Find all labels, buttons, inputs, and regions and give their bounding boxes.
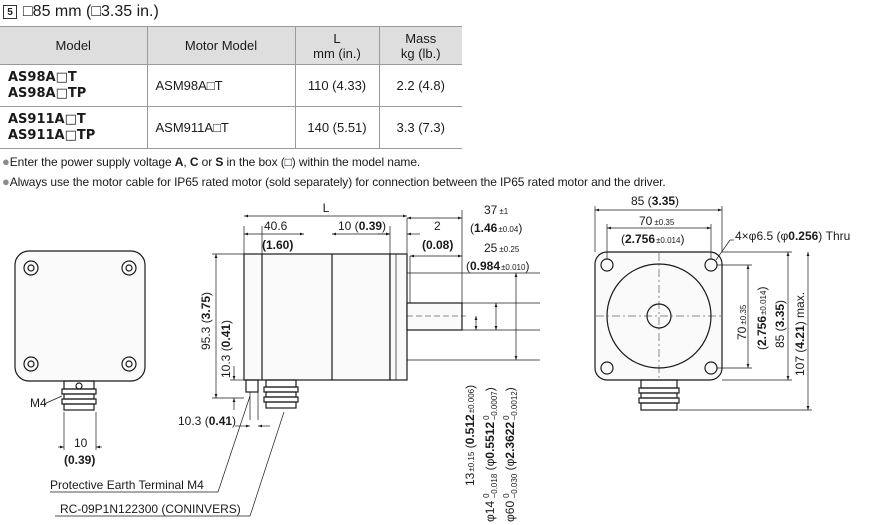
- note-text: ,: [183, 155, 190, 169]
- earth-terminal-icon: [245, 379, 259, 393]
- connector-icon: [638, 379, 680, 411]
- model-name: AS911A□TP: [8, 127, 96, 143]
- mounting-hole-icon: [121, 356, 137, 372]
- label-0-984: (0.984±0.010): [466, 259, 529, 273]
- bullet-icon: ●: [2, 174, 10, 189]
- note-bold: A: [174, 155, 184, 169]
- label-40-6-in: (1.60): [262, 238, 293, 252]
- motor-flange-outline: [14, 250, 146, 382]
- label-37: 37±1: [484, 203, 509, 217]
- spec-table: Model Motor Model L mm (in.) Mass kg (lb…: [0, 26, 462, 149]
- model-name: AS911A□T: [8, 111, 86, 127]
- label-10-3-v: 10.3 (0.41): [219, 320, 233, 378]
- label-40-6: 40.6: [264, 219, 288, 233]
- cell-length: 140 (5.51): [294, 106, 380, 149]
- mounting-hole-icon: [121, 260, 137, 276]
- motor-flange-side: [389, 253, 408, 381]
- label-2-in: (0.08): [422, 238, 453, 252]
- note-text: Enter the power supply voltage: [9, 155, 175, 169]
- label-10-3-h: 10.3 (0.41): [178, 414, 236, 428]
- label-holes: 4×φ6.5 (φ0.256) Thru: [735, 229, 850, 243]
- col-header-length-l1: L: [333, 30, 341, 46]
- label-10-0-39: 10 (0.39): [338, 219, 386, 233]
- label-25: 25±0.25: [484, 241, 520, 255]
- note-text: Always use the motor cable for IP65 rate…: [9, 175, 666, 189]
- note-bold: S: [215, 155, 224, 169]
- label-dim10: 10: [74, 436, 88, 450]
- cell-motor-model: ASM98A□T: [146, 64, 296, 107]
- label-m4: M4: [30, 396, 47, 410]
- motor-shaft: [406, 302, 463, 331]
- label-2-756: (2.756±0.014): [621, 232, 684, 246]
- note-voltage: ●Enter the power supply voltage A, C or …: [2, 154, 420, 169]
- label-2: 2: [434, 219, 441, 233]
- model-name: AS98A□TP: [8, 85, 87, 101]
- table-row: AS911A□T AS911A□TP ASM911A□T 140 (5.51) …: [0, 106, 462, 149]
- model-name: AS98A□T: [8, 69, 77, 85]
- table-row: AS98A□T AS98A□TP ASM98A□T 110 (4.33) 2.2…: [0, 64, 462, 107]
- cell-model: AS98A□T AS98A□TP: [0, 64, 148, 107]
- label-70-v: 70±0.35: [735, 304, 749, 340]
- label-connector: RC-09P1N122300 (CONINVERS): [60, 502, 241, 516]
- cell-model: AS911A□T AS911A□TP: [0, 106, 148, 149]
- connector-icon: [61, 380, 97, 411]
- label-2-756-v: (2.756±0.014): [755, 287, 769, 350]
- col-header-mass-l1: Mass: [405, 30, 437, 46]
- label-phi60: φ600−0.030 (φ2.36220−0.0012): [502, 387, 519, 522]
- label-1-46: (1.46±0.04): [470, 221, 522, 235]
- side-view: [50, 210, 540, 517]
- cell-motor-model: ASM911A□T: [146, 106, 296, 149]
- label-70: 70±0.35: [639, 214, 675, 228]
- section-title: □85 mm (□3.35 in.): [23, 3, 159, 20]
- note-bold: C: [189, 155, 199, 169]
- label-phi14: φ140−0.018 (φ0.55120−0.0007): [482, 387, 499, 522]
- cell-length: 110 (4.33): [294, 64, 380, 107]
- note-text: in the box (□) within the model name.: [223, 155, 421, 169]
- label-dim10-in: (0.39): [64, 453, 95, 467]
- label-13: 13±0.15 (0.512±0.006): [463, 385, 477, 486]
- cell-mass: 3.3 (7.3): [378, 106, 462, 149]
- label-85-v: 85 (3.35): [773, 300, 787, 348]
- mounting-hole-icon: [23, 260, 39, 276]
- col-header-mass: Mass kg (lb.): [378, 26, 462, 65]
- front-view: [594, 206, 812, 411]
- col-header-model: Model: [0, 26, 148, 65]
- section-number-badge: 5: [3, 5, 17, 19]
- connector-icon: [263, 379, 299, 409]
- note-cable: ●Always use the motor cable for IP65 rat…: [2, 174, 666, 189]
- mounting-hole-icon: [23, 356, 39, 372]
- bullet-icon: ●: [2, 154, 10, 169]
- label-L: L: [323, 201, 330, 215]
- label-107: 107 (4.21) max.: [793, 292, 807, 376]
- col-header-mass-l2: kg (lb.): [400, 45, 441, 61]
- motor-body-outline: [243, 253, 391, 381]
- mounting-hole-icon: [600, 361, 614, 375]
- table-header-row: Model Motor Model L mm (in.) Mass kg (lb…: [0, 26, 462, 65]
- col-header-length-l2: mm (in.): [313, 45, 361, 61]
- section-header: 5 □85 mm (□3.35 in.): [3, 2, 159, 22]
- label-95-3: 95.3 (3.75): [199, 292, 213, 350]
- label-pe-terminal: Protective Earth Terminal M4: [50, 478, 204, 492]
- label-85: 85 (3.35): [631, 194, 679, 208]
- col-header-motor-model: Motor Model: [146, 26, 296, 65]
- note-text: or: [198, 155, 216, 169]
- rear-view: [14, 250, 146, 450]
